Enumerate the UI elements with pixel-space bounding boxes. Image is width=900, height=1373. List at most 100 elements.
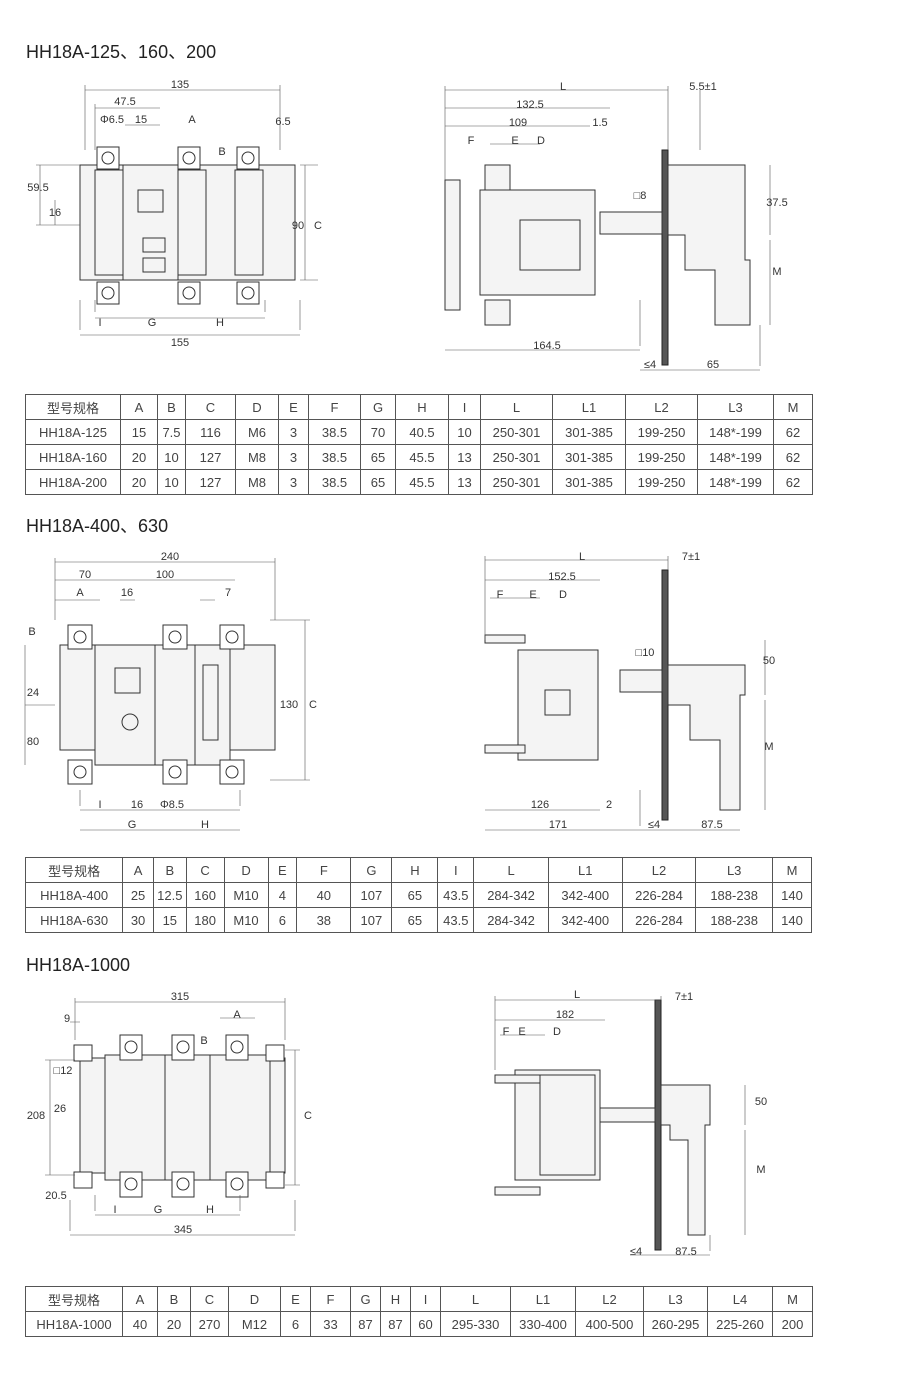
side-view-400-630: L 7±1 152.5 F E D □10 50 M 126 2 171 ≤4 …	[484, 551, 775, 831]
dim-label: B	[28, 626, 35, 638]
table-cell: 116	[185, 419, 236, 445]
front-view-400-630: 240 70 100 A 16 7 B 24 130 C 80 I 16 Φ8.…	[24, 551, 317, 831]
dim-label: G	[154, 1204, 163, 1216]
dim-label: 65	[707, 359, 719, 371]
table-cell: 4	[267, 882, 298, 908]
dim-label: 315	[171, 991, 189, 1003]
table-cell: 140	[772, 907, 812, 933]
column-header: G	[360, 394, 396, 420]
dim-label: I	[98, 799, 101, 811]
dim-label: D	[537, 135, 545, 147]
dim-label: 135	[171, 79, 189, 91]
table-cell: 20	[120, 469, 158, 495]
dim-label: 109	[509, 117, 527, 129]
dim-label: Φ8.5	[160, 799, 184, 811]
table-cell: HH18A-1000	[25, 1311, 123, 1337]
section-title-1000: HH18A-1000	[26, 955, 131, 975]
dim-label: 182	[556, 1009, 574, 1021]
table-cell: 148*-199	[697, 469, 774, 495]
table-cell: 10	[157, 469, 186, 495]
dim-label: 130	[280, 699, 298, 711]
dim-label: F	[497, 589, 504, 601]
table-cell: 65	[360, 469, 396, 495]
table-cell: 38.5	[308, 419, 361, 445]
table-cell: 33	[310, 1311, 351, 1337]
table-cell: 199-250	[625, 419, 698, 445]
dim-label: G	[128, 819, 137, 831]
table-cell: 226-284	[621, 907, 697, 933]
column-header: A	[122, 1286, 158, 1312]
column-header: H	[395, 394, 449, 420]
table-cell: 301-385	[552, 419, 626, 445]
table-cell: 38	[296, 907, 352, 933]
table-cell: 15	[120, 419, 158, 445]
dim-label: 5.5±1	[689, 81, 716, 93]
column-header: H	[391, 857, 439, 883]
dim-label: 9	[64, 1013, 70, 1025]
dim-label: 345	[174, 1224, 192, 1236]
column-header: H	[380, 1286, 411, 1312]
dim-label: Φ6.5	[100, 114, 124, 126]
table-cell: 38.5	[308, 444, 361, 470]
column-header: I	[410, 1286, 441, 1312]
dim-label: B	[200, 1035, 207, 1047]
dim-label: C	[304, 1110, 312, 1122]
dim-label: L	[560, 81, 566, 93]
column-header: 型号规格	[25, 1286, 123, 1312]
table-cell: 12.5	[152, 882, 187, 908]
dim-label: D	[559, 589, 567, 601]
table-cell: 301-385	[552, 469, 626, 495]
table-cell: 127	[185, 469, 236, 495]
dim-label: F	[503, 1026, 510, 1038]
table-cell: 30	[122, 907, 154, 933]
table-cell: 295-330	[440, 1311, 511, 1337]
table-cell: 45.5	[395, 444, 449, 470]
table-cell: 199-250	[625, 469, 698, 495]
table-cell: 226-284	[621, 882, 697, 908]
table-cell: 250-301	[480, 469, 553, 495]
dim-label: F	[468, 135, 475, 147]
dim-label: ≤4	[630, 1246, 642, 1258]
table-cell: 13	[448, 444, 481, 470]
dim-label: 20.5	[45, 1190, 66, 1202]
dim-label: 152.5	[548, 571, 576, 583]
dim-label: 15	[135, 114, 147, 126]
table-cell: 62	[773, 444, 813, 470]
side-view-125-200: L 5.5±1 132.5 109 1.5 F E D □8 37.5 M 16…	[444, 81, 788, 371]
dim-label: 70	[79, 569, 91, 581]
dim-label: C	[314, 220, 322, 232]
dim-label: 59.5	[27, 182, 48, 194]
column-header: C	[185, 857, 225, 883]
table-cell: 188-238	[695, 882, 774, 908]
side-view-1000: L 7±1 182 F E D 50 M ≤4 87.5	[494, 989, 767, 1258]
dim-label: D	[553, 1026, 561, 1038]
dim-label: H	[216, 317, 224, 329]
column-header: L2	[575, 1286, 644, 1312]
column-header: L2	[625, 394, 698, 420]
dim-label: L	[579, 551, 585, 563]
table-cell: 65	[360, 444, 396, 470]
table-cell: HH18A-630	[24, 907, 124, 933]
table-cell: 148*-199	[697, 444, 774, 470]
dim-label: 80	[27, 736, 39, 748]
table-cell: 40	[122, 1311, 158, 1337]
table-cell: 199-250	[625, 444, 698, 470]
column-header: F	[310, 1286, 351, 1312]
dim-label: H	[206, 1204, 214, 1216]
dim-label: 26	[54, 1103, 66, 1115]
dim-label: 1.5	[592, 117, 607, 129]
dim-label: G	[148, 317, 157, 329]
dim-label: 100	[156, 569, 174, 581]
dim-label: 37.5	[766, 197, 787, 209]
dim-label: □8	[634, 190, 647, 202]
column-header: D	[228, 1286, 281, 1312]
table-cell: M8	[235, 444, 279, 470]
table-cell: 25	[122, 882, 154, 908]
dim-label: I	[113, 1204, 116, 1216]
dim-label: 50	[755, 1096, 767, 1108]
